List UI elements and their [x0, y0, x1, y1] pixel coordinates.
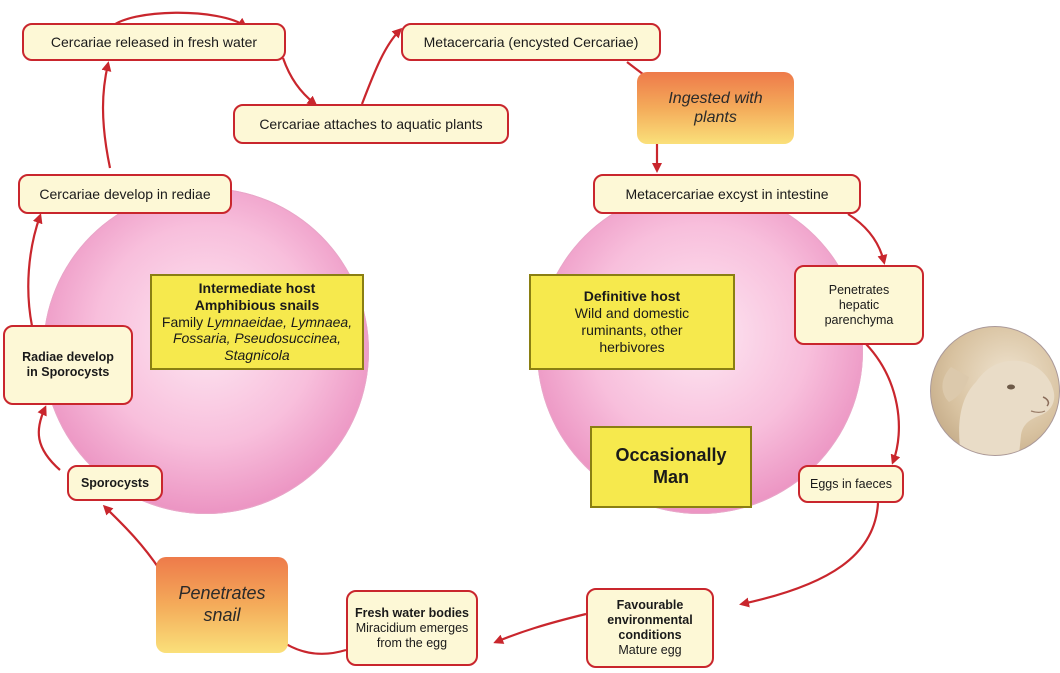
- step-eggs-in-faeces-label: Eggs in faeces: [810, 476, 892, 491]
- step-radiae-develop: Radiae develop in Sporocysts: [3, 325, 133, 405]
- arrow-hepatic-to-eggs: [865, 343, 901, 465]
- arrow-released-to-attaches: [281, 57, 318, 106]
- step-favourable-title: Favourable environmental conditions: [607, 598, 693, 642]
- step-metacercariae-excyst-label: Metacercariae excyst in intestine: [625, 185, 829, 202]
- step-metacercaria-label: Metacercaria (encysted Cercariae): [423, 33, 639, 50]
- step-cercariae-attaches-label: Cercariae attaches to aquatic plants: [259, 115, 483, 132]
- step-penetrates-snail: Penetrates snail: [156, 557, 288, 653]
- definitive-host-box: Definitive host Wild and domestic rumina…: [529, 274, 735, 370]
- step-penetrates-hepatic: Penetrates hepatic parenchyma: [794, 265, 924, 345]
- arrow-excyst-to-hepatic: [847, 213, 888, 265]
- step-cercariae-released: Cercariae released in fresh water: [22, 23, 286, 61]
- step-cercariae-develop-label: Cercariae develop in rediae: [39, 185, 211, 202]
- sheep-illustration: [942, 360, 1055, 455]
- intermediate-host-family-1: Lymnaeidae, Lymnaea,: [207, 313, 353, 330]
- step-penetrates-hepatic-label: Penetrates hepatic parenchyma: [824, 282, 894, 327]
- arrow-snail-to-sporocysts: [102, 504, 161, 571]
- step-favourable-body: Mature egg: [618, 643, 682, 657]
- definitive-host-body: Wild and domestic ruminants, other herbi…: [574, 305, 690, 355]
- arrow-favourable-to-fresh: [493, 612, 587, 644]
- arrow-radiae-to-rediae: [27, 213, 43, 327]
- step-metacercaria: Metacercaria (encysted Cercariae): [401, 23, 661, 61]
- arrow-sporocysts-to-radiae: [37, 405, 61, 471]
- intermediate-host-box: Intermediate host Amphibious snails Fami…: [150, 274, 364, 370]
- intermediate-host-title: Intermediate host: [198, 280, 316, 296]
- occasional-host-label: Occasionally Man: [615, 445, 727, 487]
- step-sporocysts: Sporocysts: [67, 465, 163, 501]
- step-cercariae-attaches: Cercariae attaches to aquatic plants: [233, 104, 509, 144]
- intermediate-host-family-3: Stagnicola: [224, 347, 290, 364]
- arrow-top-loop: [109, 11, 248, 29]
- step-ingested-with-plants-label: Ingested with plants: [668, 89, 763, 126]
- step-penetrates-snail-label: Penetrates snail: [178, 583, 266, 625]
- arrow-attaches-to-metacercaria: [360, 27, 403, 105]
- arrow-eggs-to-favourable: [739, 502, 880, 608]
- step-eggs-in-faeces: Eggs in faeces: [798, 465, 904, 503]
- intermediate-host-subtitle: Amphibious snails: [194, 296, 320, 313]
- step-cercariae-develop: Cercariae develop in rediae: [18, 174, 232, 214]
- intermediate-host-family: Family Lymnaeidae, Lymnaea,: [162, 314, 352, 331]
- step-radiae-develop-label: Radiae develop in Sporocysts: [22, 350, 114, 379]
- step-ingested-with-plants: Ingested with plants: [637, 72, 794, 144]
- step-metacercariae-excyst: Metacercariae excyst in intestine: [593, 174, 861, 214]
- intermediate-host-family-2: Fossaria, Pseudosuccinea,: [172, 330, 342, 347]
- step-favourable-conditions: Favourable environmental conditions Matu…: [586, 588, 714, 668]
- definitive-host-title: Definitive host: [583, 288, 681, 305]
- intermediate-host-family-label: Family: [161, 313, 208, 330]
- step-fresh-water-body: Miracidium emerges from the egg: [355, 620, 469, 650]
- step-fresh-water-title: Fresh water bodies: [355, 605, 469, 620]
- step-cercariae-released-label: Cercariae released in fresh water: [50, 33, 258, 50]
- occasional-host-box: Occasionally Man: [590, 426, 752, 508]
- step-sporocysts-label: Sporocysts: [80, 475, 150, 490]
- sheep-photo: [930, 326, 1060, 456]
- step-fresh-water-bodies: Fresh water bodies Miracidium emerges fr…: [346, 590, 478, 666]
- arrow-rediae-to-released: [101, 61, 112, 169]
